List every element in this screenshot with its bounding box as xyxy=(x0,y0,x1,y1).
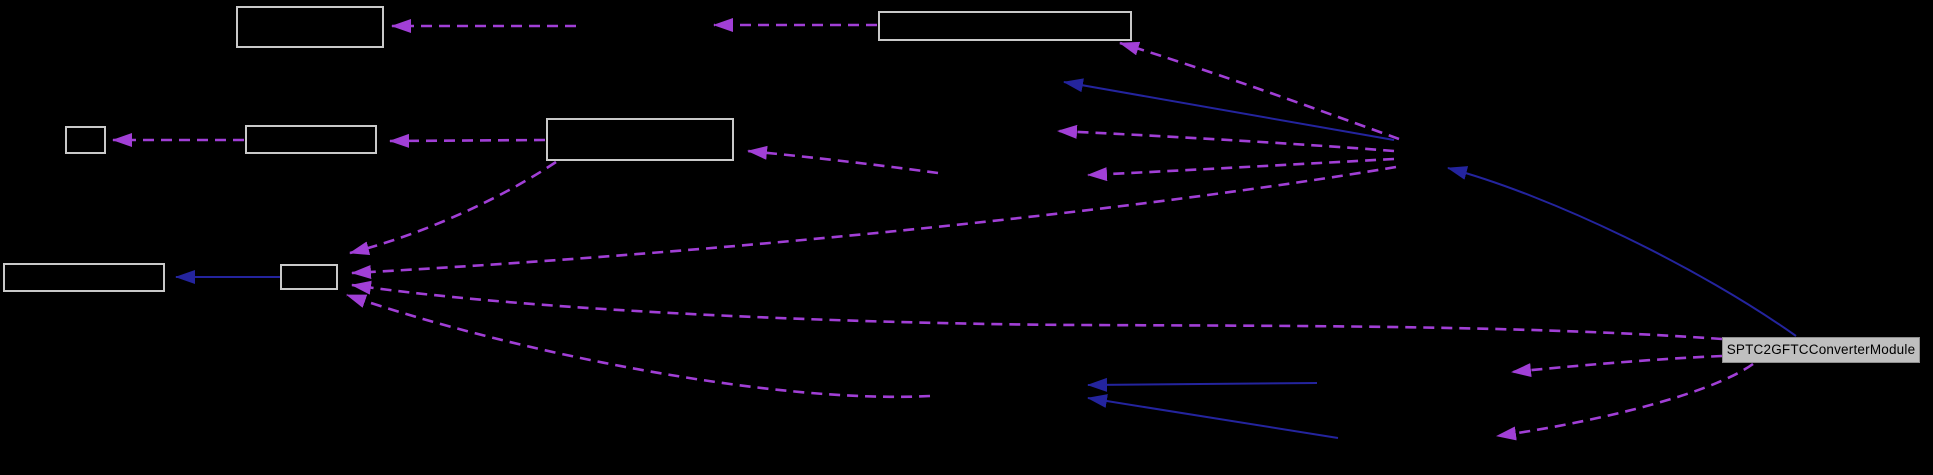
graph-node-row2-mid[interactable] xyxy=(245,125,377,154)
graph-edge-module-to-hub-long xyxy=(351,280,1723,341)
graph-edge-fanpoint-to-hidden-7 xyxy=(1063,78,1395,141)
graph-node-row2-large[interactable] xyxy=(546,118,734,161)
graph-node-sptc2gftcconvertermodule[interactable]: SPTC2GFTCConverterModule xyxy=(1722,337,1920,363)
graph-edge-hidden-4-to-hub xyxy=(346,293,931,399)
graph-edge-hidden-8-to-hidden-4 xyxy=(1087,377,1318,392)
graph-edge-module-to-hidden-6 xyxy=(1496,362,1754,441)
graph-edge-module-to-hidden-5 xyxy=(1511,354,1723,378)
graph-edge-fanpoint-to-hidden-3 xyxy=(1087,157,1395,182)
graph-edge-row2-large-to-row2-mid xyxy=(389,133,546,148)
graph-edge-hidden-3-to-row2-large xyxy=(747,145,939,175)
graph-edge-row2-large-to-hub xyxy=(349,160,557,256)
graph-node-row2-small[interactable] xyxy=(65,126,106,154)
graph-edge-fanpoint-to-hub-upper xyxy=(351,165,1397,279)
graph-edge-fanpoint-to-hidden-2 xyxy=(1057,124,1395,153)
graph-edge-hidden-9-to-hidden-4 xyxy=(1087,394,1339,439)
graph-node-row3-left[interactable] xyxy=(3,263,165,292)
graph-node-label: SPTC2GFTCConverterModule xyxy=(1726,342,1916,358)
graph-node-top-left[interactable] xyxy=(236,6,384,48)
graph-node-row3-hub[interactable] xyxy=(280,264,338,290)
graph-edge-fanpoint-to-top-middle xyxy=(1119,41,1400,141)
graph-node-top-middle[interactable] xyxy=(878,11,1132,41)
graph-edge-module-to-fanpoint xyxy=(1447,166,1797,337)
